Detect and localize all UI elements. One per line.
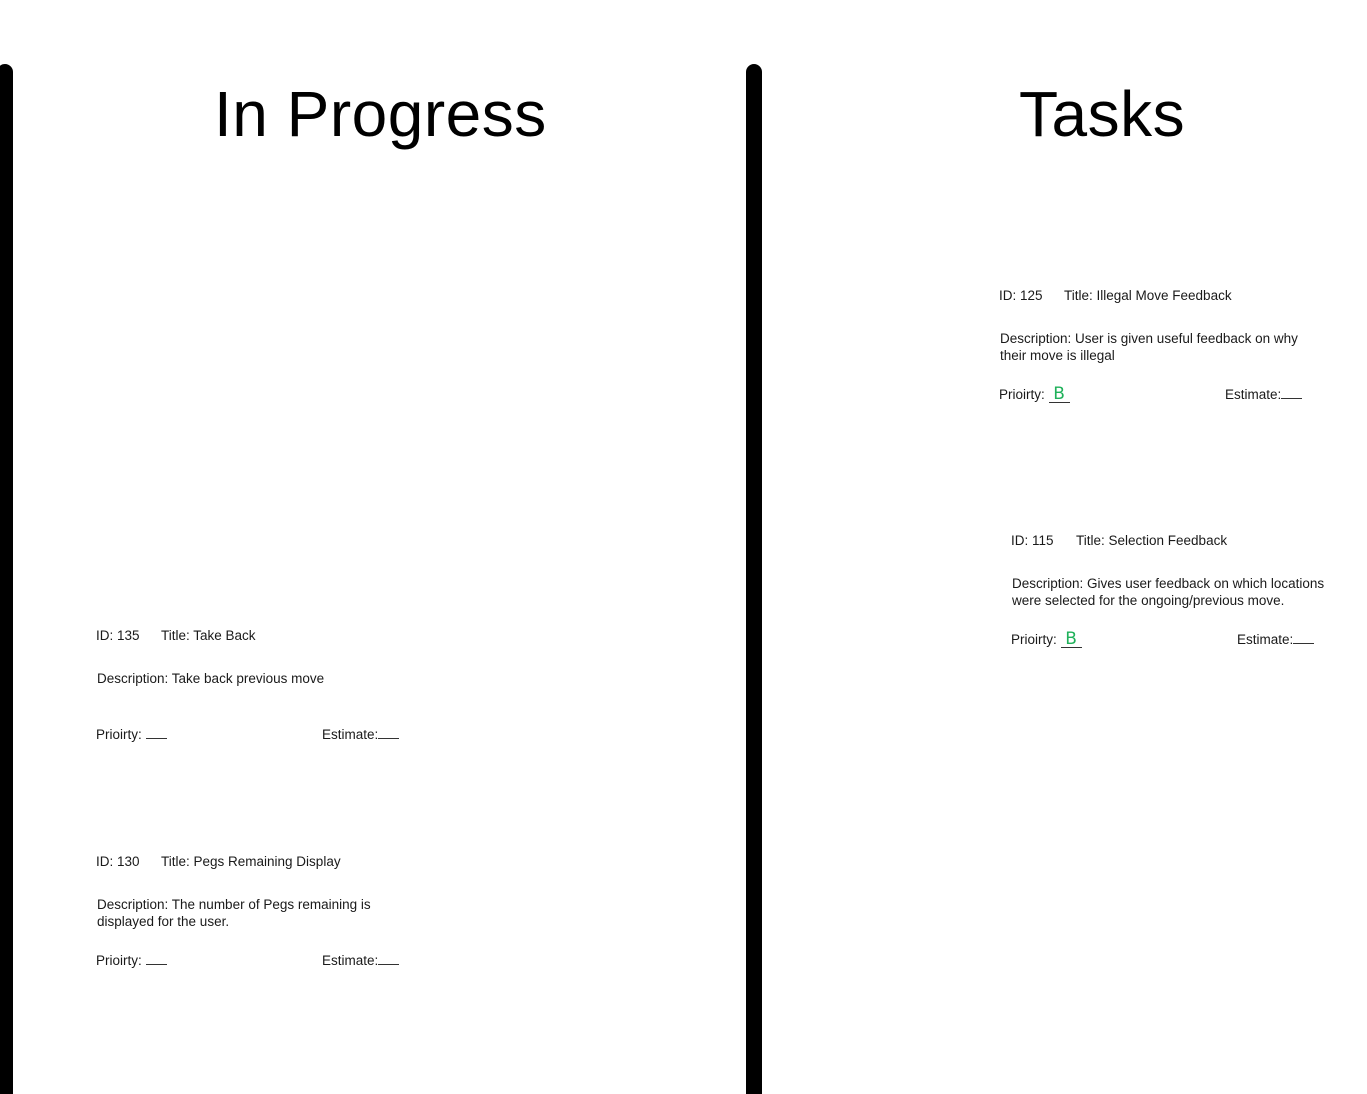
- card-priority: Prioirty:: [96, 952, 167, 969]
- card-priority: Prioirty: B: [1011, 631, 1082, 648]
- card-description: Description: Take back previous move: [97, 671, 325, 686]
- priority-handwritten-value: B: [1048, 386, 1070, 403]
- card-estimate: Estimate:: [1237, 631, 1315, 648]
- task-card[interactable]: ID: 125 Title: Illegal Move Feedback Des…: [999, 287, 1329, 407]
- card-id: ID: 125: [999, 288, 1043, 303]
- card-description: Description: User is given useful feedba…: [1000, 331, 1298, 363]
- card-description: Description: The number of Pegs remainin…: [97, 897, 371, 929]
- card-estimate: Estimate:: [322, 726, 400, 743]
- card-id: ID: 115: [1011, 533, 1054, 548]
- estimate-label: Estimate:: [1225, 387, 1282, 402]
- card-title: Title: Take Back: [161, 628, 256, 643]
- card-priority: Prioirty: B: [999, 386, 1070, 403]
- card-id: ID: 130: [96, 854, 140, 869]
- tasks-column-title: Tasks: [1019, 78, 1186, 150]
- priority-blank: [145, 727, 167, 739]
- card-title: Title: Selection Feedback: [1076, 533, 1228, 548]
- column-divider-middle: [746, 64, 762, 1094]
- card-title: Title: Illegal Move Feedback: [1064, 288, 1232, 303]
- priority-label: Prioirty:: [1011, 632, 1057, 647]
- estimate-blank: [1281, 387, 1303, 399]
- card-priority: Prioirty:: [96, 726, 167, 743]
- estimate-blank: [378, 953, 400, 965]
- card-title: Title: Pegs Remaining Display: [161, 854, 341, 869]
- card-estimate: Estimate:: [1225, 386, 1303, 403]
- estimate-label: Estimate:: [1237, 632, 1294, 647]
- estimate-blank: [1293, 632, 1315, 644]
- priority-handwritten-value: B: [1060, 631, 1082, 648]
- priority-label: Prioirty:: [96, 727, 142, 742]
- priority-label: Prioirty:: [96, 953, 142, 968]
- priority-label: Prioirty:: [999, 387, 1045, 402]
- priority-blank: [145, 953, 167, 965]
- estimate-label: Estimate:: [322, 727, 379, 742]
- task-card[interactable]: ID: 115 Title: Selection Feedback Descri…: [1011, 532, 1341, 652]
- task-card[interactable]: ID: 135 Title: Take Back Description: Ta…: [96, 627, 426, 747]
- column-divider-left: [0, 64, 13, 1094]
- in-progress-column-title: In Progress: [214, 78, 547, 150]
- card-id: ID: 135: [96, 628, 140, 643]
- card-description: Description: Gives user feedback on whic…: [1012, 576, 1325, 608]
- card-estimate: Estimate:: [322, 952, 400, 969]
- estimate-label: Estimate:: [322, 953, 379, 968]
- estimate-blank: [378, 727, 400, 739]
- task-card[interactable]: ID: 130 Title: Pegs Remaining Display De…: [96, 853, 426, 973]
